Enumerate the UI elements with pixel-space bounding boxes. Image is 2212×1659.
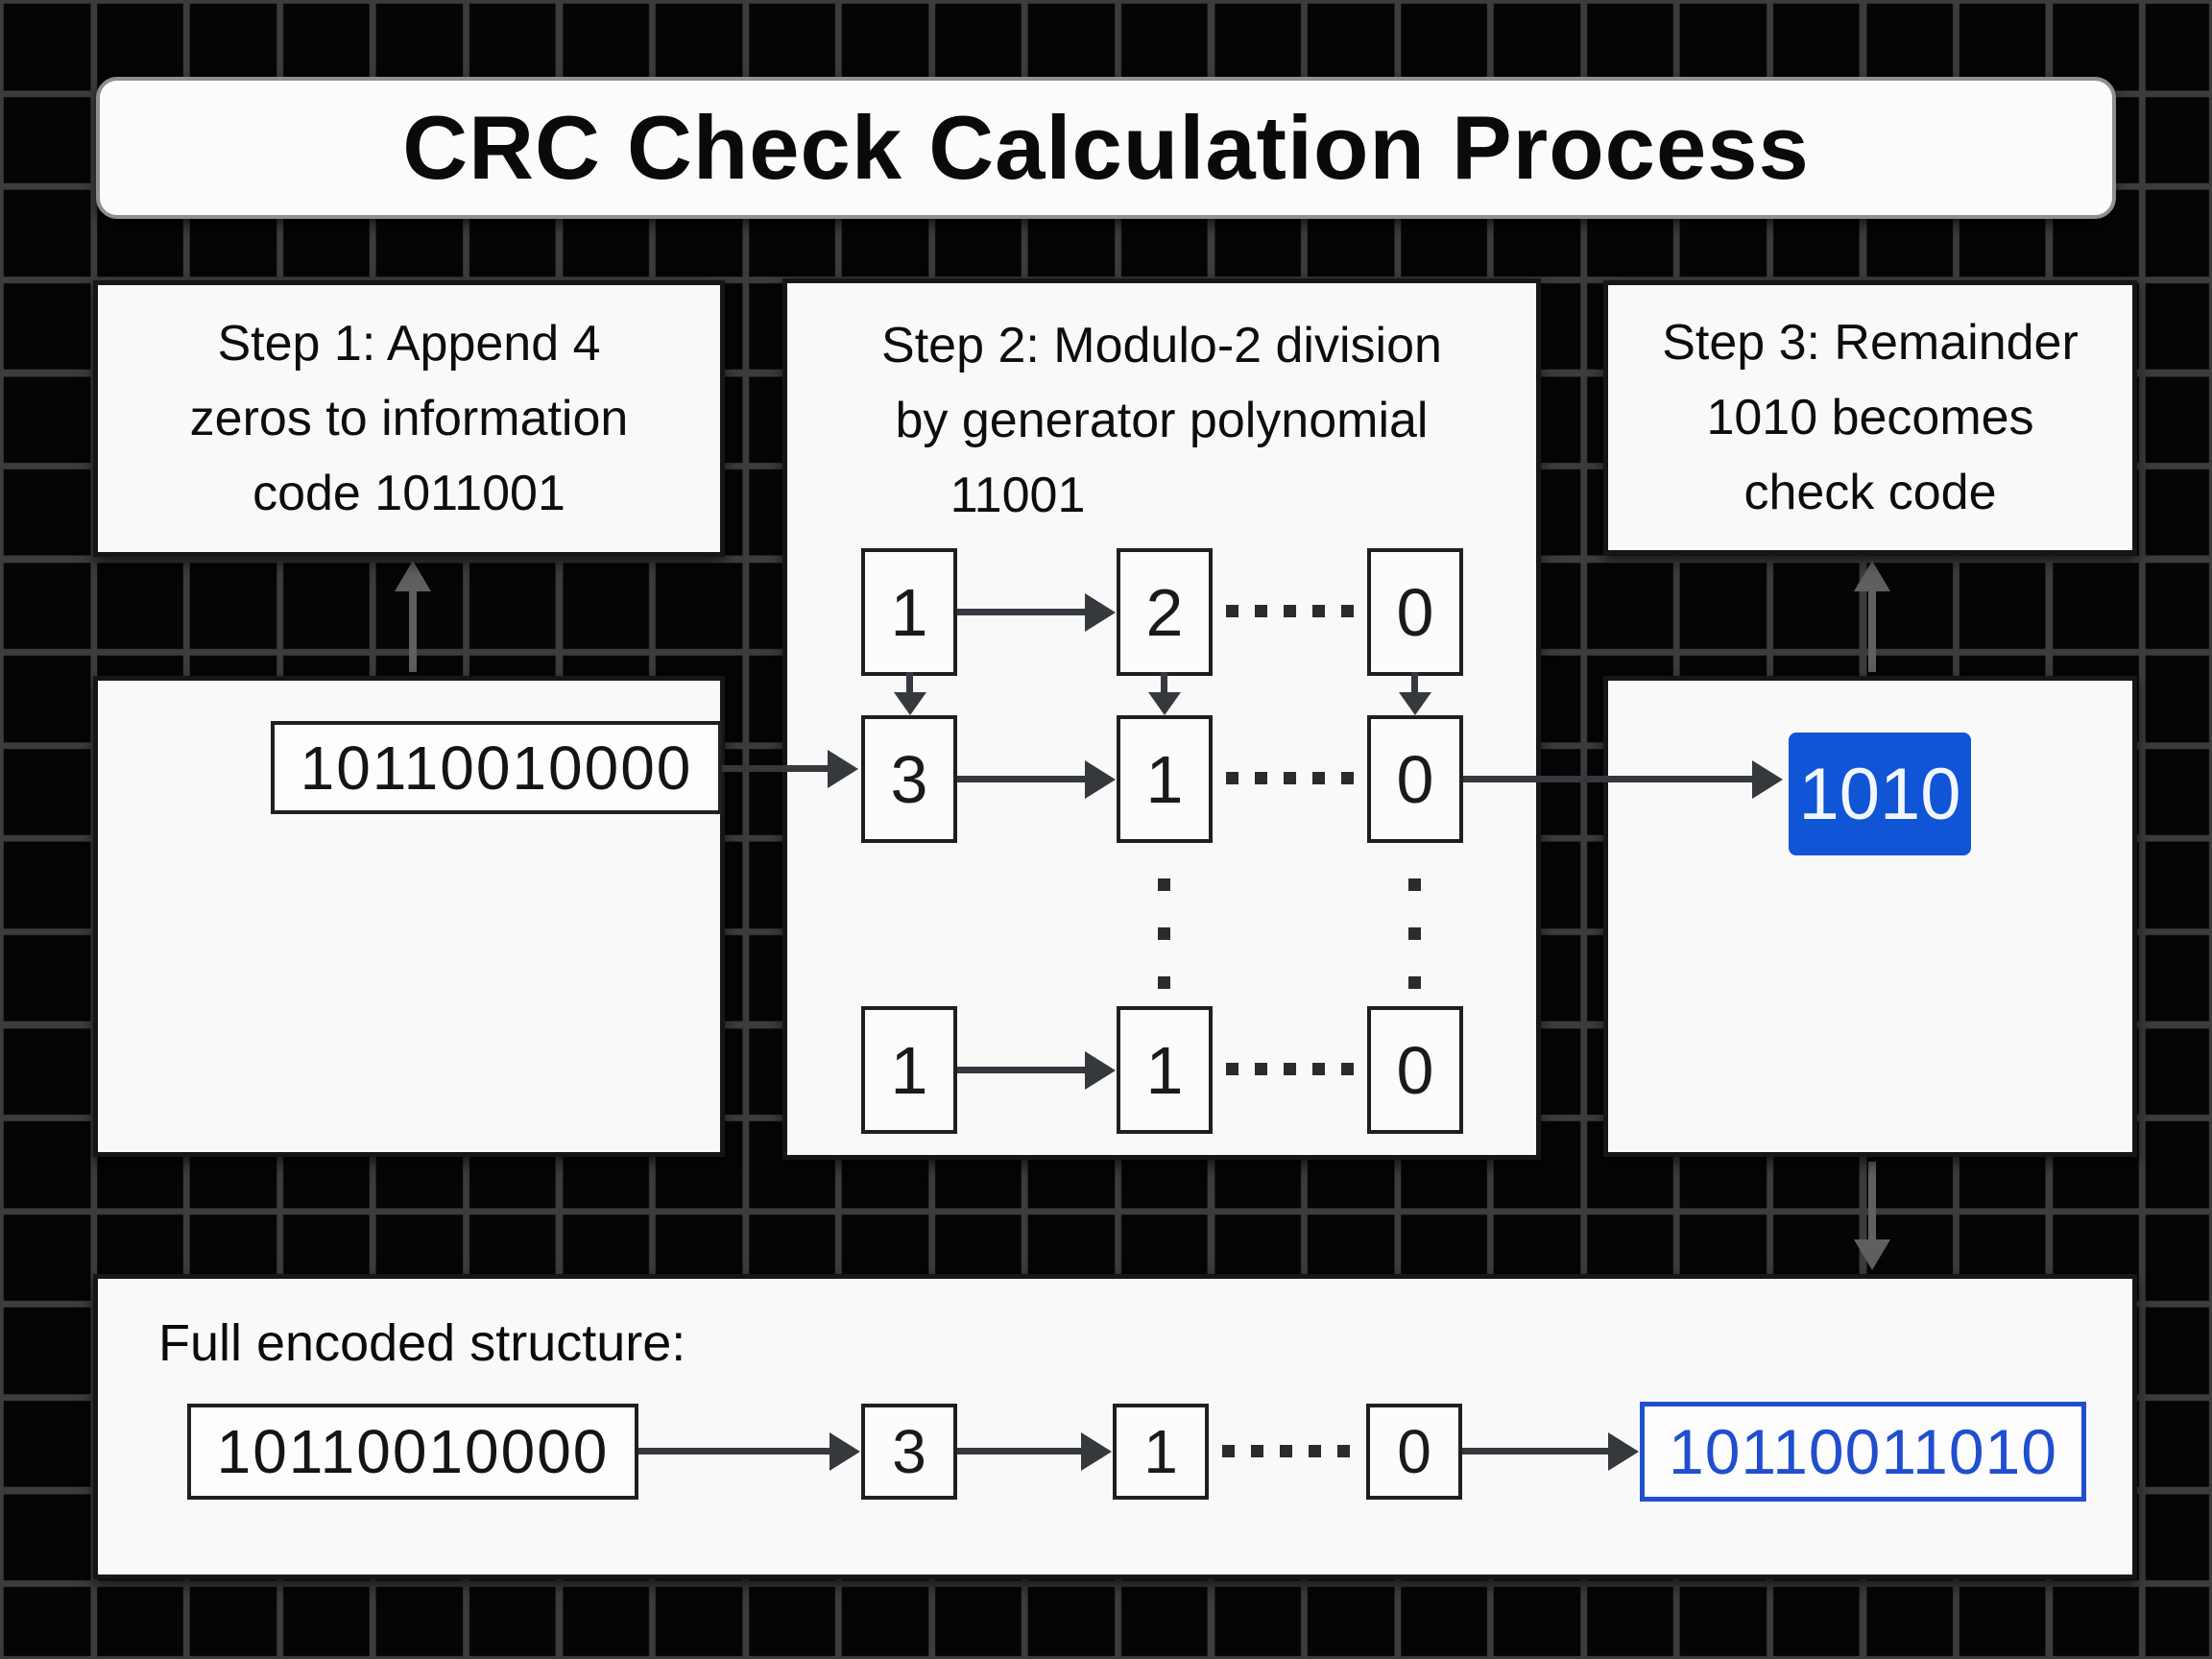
arrow-r1c3-down [1411, 672, 1418, 693]
step2-header: Step 2: Modulo-2 division by generator p… [787, 308, 1536, 533]
bottom-cell-2: 1 [1113, 1404, 1209, 1500]
arrow-r1c1-to-r1c2 [957, 609, 1086, 615]
step2-line2: by generator polynomial [895, 393, 1429, 448]
hdots-row3 [1226, 1063, 1354, 1075]
register-box-r3c3: 0 [1367, 1006, 1463, 1134]
bottom-cell-1: 3 [861, 1404, 957, 1500]
step2-line1: Step 2: Modulo-2 division [881, 318, 1442, 373]
arrow-r2c1-to-r2c2 [957, 776, 1086, 782]
bottom-cell-3: 0 [1366, 1404, 1462, 1500]
remainder-box: 1010 [1789, 733, 1971, 855]
register-box-r3c1: 1 [861, 1006, 957, 1134]
hdots-row2 [1226, 772, 1354, 784]
arrow-r1c1-down [906, 672, 913, 693]
step3-line3: check code [1743, 465, 1997, 520]
title-banner: CRC Check Calculation Process [96, 77, 2116, 219]
arrow-up-to-step3 [1868, 589, 1876, 672]
arrow-bottom-cell3-to-result [1462, 1448, 1609, 1455]
hdots-bottom [1222, 1445, 1350, 1457]
register-box-r2c2: 1 [1117, 715, 1213, 843]
step1-line1: Step 1: Append 4 [217, 316, 601, 372]
register-box-r3c2: 1 [1117, 1006, 1213, 1134]
register-box-r1c2: 2 [1117, 548, 1213, 676]
arrow-step2-to-remainder [1463, 776, 1753, 782]
result-code-box: 10110011010 [1640, 1402, 2086, 1502]
register-box-r1c3: 0 [1367, 548, 1463, 676]
arrow-r1c2-down [1161, 672, 1167, 693]
step1-line2: zeros to information [189, 391, 629, 446]
vdots-col3 [1408, 878, 1421, 989]
arrow-bottom-cell1-to-cell2 [957, 1448, 1082, 1455]
step3-line2: 1010 becomes [1706, 390, 2034, 445]
arrow-input-to-step2 [722, 765, 829, 772]
step1-note: Step 1: Append 4 zeros to information co… [93, 280, 725, 557]
register-box-r2c3: 0 [1367, 715, 1463, 843]
step3-line1: Step 3: Remainder [1662, 315, 2079, 371]
register-box-r2c1: 3 [861, 715, 957, 843]
remainder-panel: 1010 [1603, 676, 2137, 1157]
step3-note: Step 3: Remainder 1010 becomes check cod… [1603, 280, 2137, 555]
step2-generator-polynomial: 11001 [950, 468, 1086, 523]
vdots-col2 [1158, 878, 1170, 989]
page-title: CRC Check Calculation Process [402, 97, 1810, 198]
bottom-input-code-box: 10110010000 [187, 1404, 638, 1500]
arrow-r3c1-to-r3c2 [957, 1067, 1086, 1073]
full-structure-label: Full encoded structure: [158, 1314, 686, 1372]
input-code-box: 10110010000 [271, 721, 722, 814]
arrow-bottom-input-to-cell1 [638, 1448, 830, 1455]
arrow-down-to-bottom [1868, 1162, 1876, 1241]
step1-line3: code 1011001 [252, 466, 565, 521]
arrow-up-to-step1 [409, 589, 417, 672]
register-box-r1c1: 1 [861, 548, 957, 676]
hdots-row1 [1226, 605, 1354, 617]
